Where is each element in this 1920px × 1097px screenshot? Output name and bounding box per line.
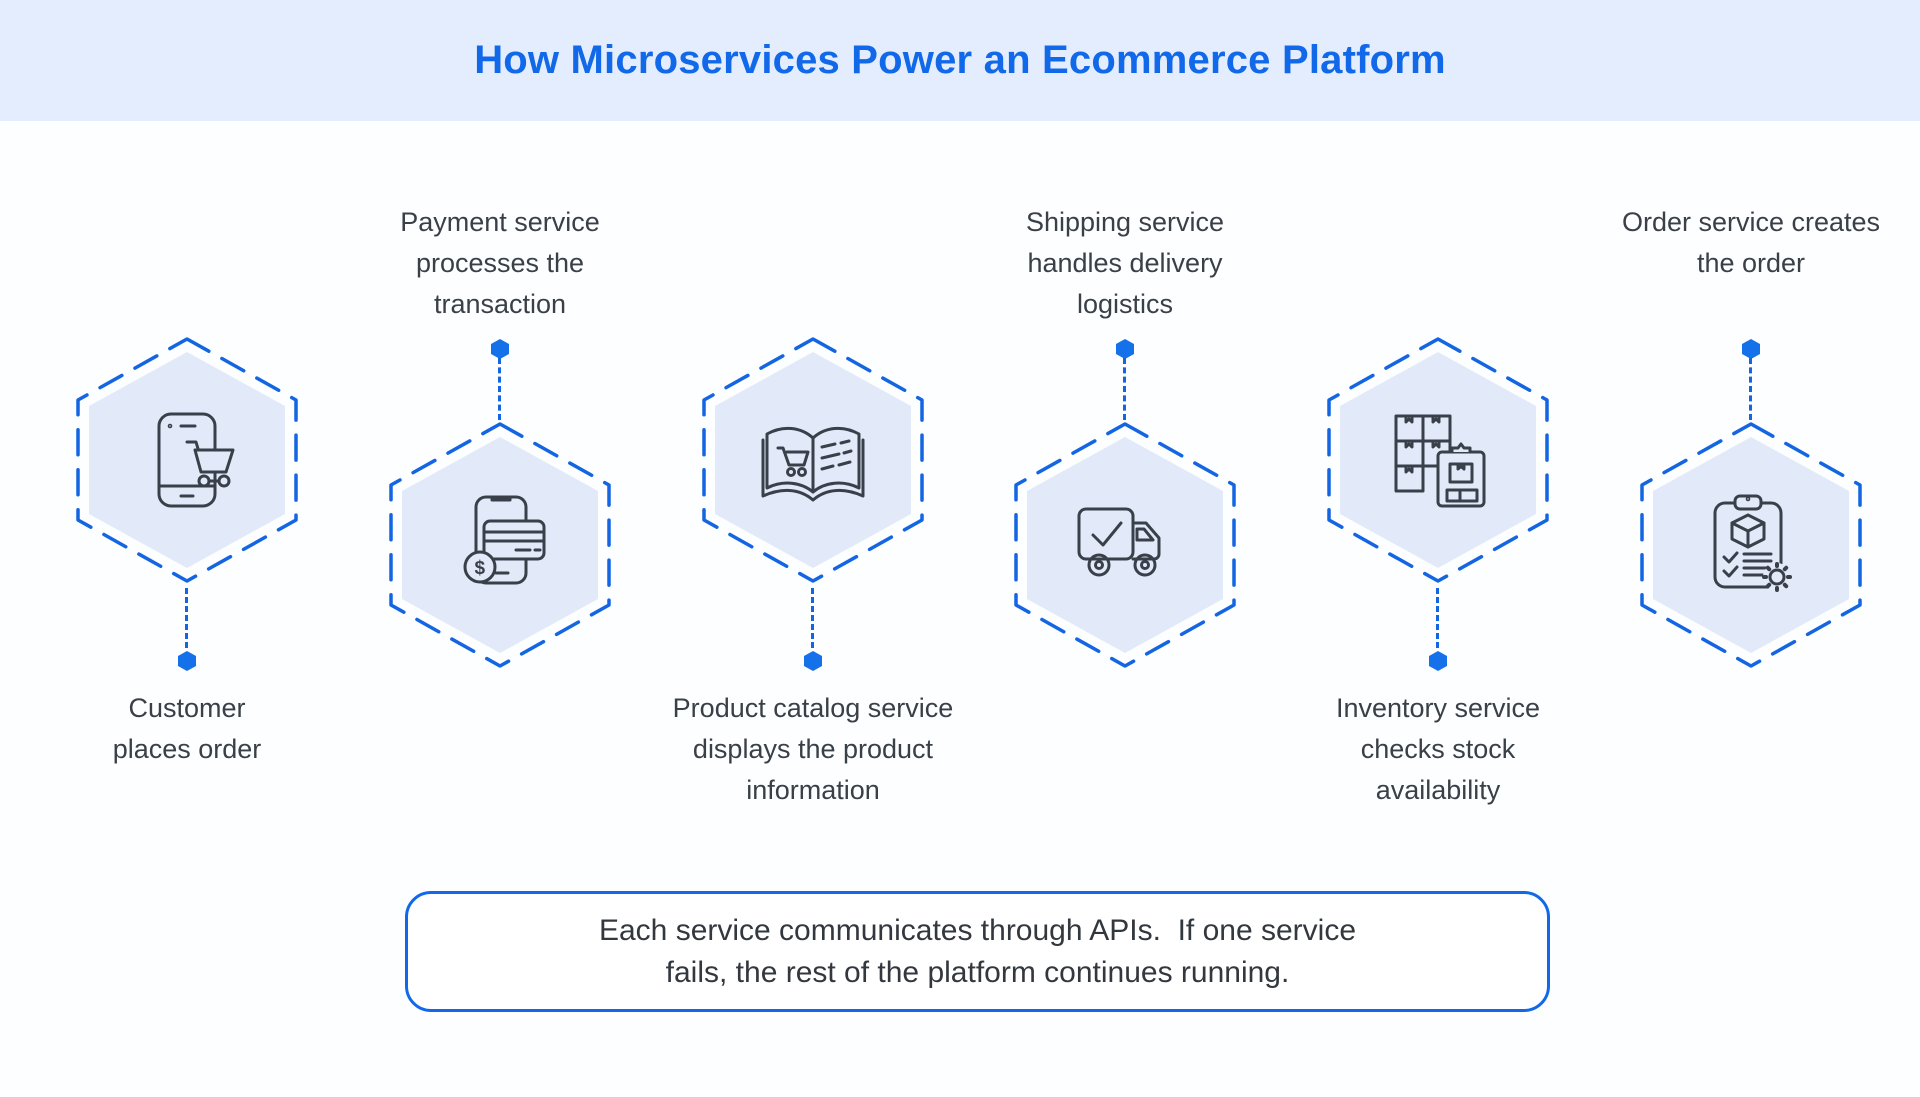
- connector-line: [1749, 358, 1752, 420]
- connector-dot: [178, 651, 196, 671]
- service-customer: Customer places order: [17, 0, 357, 1097]
- catalog-book-icon: [761, 426, 865, 502]
- connector-line: [811, 588, 814, 648]
- delivery-truck-icon: [1077, 507, 1161, 577]
- payment-card-icon: $: [463, 495, 546, 585]
- connector-line: [498, 358, 501, 420]
- service-label: Order service creates the order: [1621, 207, 1881, 278]
- connector-dot: [1742, 339, 1760, 359]
- header-band: How Microservices Power an Ecommerce Pla…: [0, 0, 1920, 121]
- connector-dot: [1116, 339, 1134, 359]
- service-label: Inventory service checks stock availabil…: [1335, 693, 1541, 805]
- service-label: Payment service processes the transactio…: [400, 207, 600, 319]
- service-shipping: Shipping service handles delivery logist…: [955, 0, 1295, 1097]
- service-inventory: Inventory service checks stock availabil…: [1268, 0, 1608, 1097]
- hexagon-frame: [76, 337, 298, 583]
- svg-text:$: $: [475, 558, 486, 579]
- service-payment: Payment service processes the transactio…: [330, 0, 670, 1097]
- service-label: Shipping service handles delivery logist…: [1025, 207, 1225, 319]
- connector-dot: [804, 651, 822, 671]
- connector-dot: [1429, 651, 1447, 671]
- hexagon-frame: [1014, 422, 1236, 668]
- page-title: How Microservices Power an Ecommerce Pla…: [474, 38, 1446, 82]
- inventory-boxes-icon: [1394, 414, 1486, 508]
- footer-note-box: Each service communicates through APIs. …: [405, 891, 1550, 1012]
- connector-dot: [491, 339, 509, 359]
- service-order: Order service creates the order: [1581, 0, 1920, 1097]
- connector-line: [185, 588, 188, 648]
- footer-note-text: Each service communicates through APIs. …: [598, 913, 1357, 989]
- connector-line: [1436, 588, 1439, 648]
- phone-cart-icon: [157, 412, 235, 508]
- connector-line: [1123, 358, 1126, 420]
- service-label: Customer places order: [112, 693, 262, 764]
- service-label: Product catalog service displays the pro…: [672, 693, 954, 805]
- service-catalog: Product catalog service displays the pro…: [643, 0, 983, 1097]
- order-clipboard-icon: [1713, 494, 1792, 592]
